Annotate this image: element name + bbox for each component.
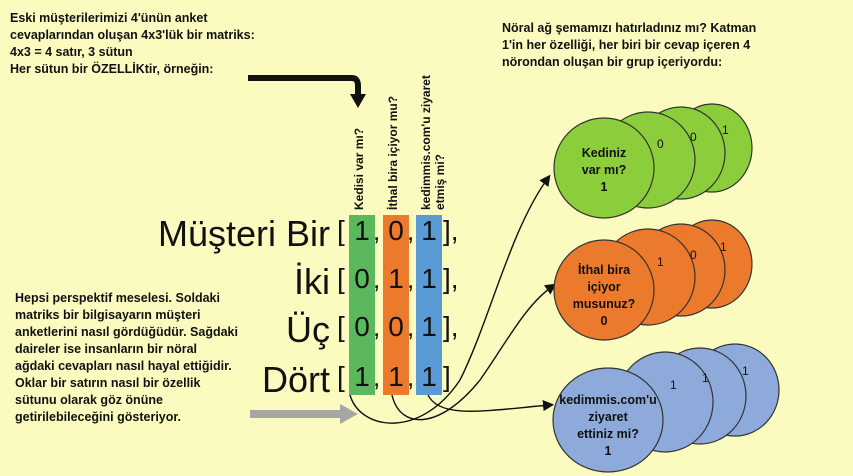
neuron-3-back-value: 1: [670, 378, 677, 392]
comma: ,: [373, 312, 381, 342]
comma: ,: [373, 362, 381, 392]
perspective-text: Hepsi perspektif meselesi. Soldaki matri…: [15, 291, 238, 424]
matrix-cell: 1: [388, 361, 404, 392]
open-bracket: [: [337, 361, 345, 392]
open-bracket: [: [337, 215, 345, 246]
column-bar-2: [383, 215, 409, 395]
grey-arrow-head: [340, 404, 358, 424]
grey-arrow-body: [250, 410, 342, 418]
matrix-cell: 1: [421, 215, 437, 246]
column-header-1: Kedisi var mı?: [352, 127, 366, 210]
row-close: ],: [443, 215, 459, 246]
neuron-group-1: [553, 103, 753, 219]
column-header-3: kedimmis.com'u ziyaret etmiş mi?: [419, 75, 447, 210]
row-label-1: Müşteri Bir: [157, 213, 330, 254]
row-label-3: Üç: [286, 309, 330, 350]
neuron-1-back-value: 0: [690, 130, 697, 144]
matrix-cell: 0: [354, 311, 370, 342]
column-bar-1: [349, 215, 375, 395]
comma: ,: [407, 264, 415, 294]
matrix-cell: 0: [354, 263, 370, 294]
matrix-cell: 1: [354, 361, 370, 392]
neural-net-text: Nöral ağ şemamızı hatırladınız mı? Katma…: [502, 21, 757, 69]
neuron-2-label: İthal bira içiyor musunuz? 0: [572, 263, 636, 328]
row-label-2: İki: [294, 261, 330, 302]
comma: ,: [407, 312, 415, 342]
comma: ,: [407, 216, 415, 246]
neuron-1-back-value: 1: [722, 123, 729, 137]
arrow-to-group-2: [391, 283, 557, 421]
matrix-cell: 1: [421, 263, 437, 294]
comma: ,: [407, 362, 415, 392]
neuron-2-back-value: 0: [690, 248, 697, 262]
neuron-3-back-value: 1: [742, 364, 749, 378]
neuron-2-back-value: 1: [657, 255, 664, 269]
neuron-3-back-value: 1: [702, 371, 709, 385]
matrix-cell: 0: [388, 311, 404, 342]
column-header-2: İthal bira içiyor mu?: [386, 95, 400, 210]
arrow-to-group-3: [427, 394, 555, 412]
neuron-1-label: Kediniz var mı? 1: [581, 146, 627, 194]
intro-text: Eski müşterilerimizi 4'ünün anket cevapl…: [10, 11, 255, 76]
matrix-cell: 1: [388, 263, 404, 294]
neuron-group-2: [553, 219, 753, 341]
pointer-arrow: [248, 75, 361, 96]
neuron-3-label: kedimmis.com'u ziyaret ettiniz mi? 1: [559, 393, 657, 458]
comma: ,: [373, 216, 381, 246]
neuron-2-back-value: 1: [720, 240, 727, 254]
pointer-arrow-head: [350, 94, 366, 108]
open-bracket: [: [337, 263, 345, 294]
matrix-cell: 0: [388, 215, 404, 246]
matrix-cell: 1: [421, 311, 437, 342]
row-close: ],: [443, 263, 459, 294]
neuron-1-back-value: 0: [657, 137, 664, 151]
comma: ,: [373, 264, 381, 294]
neuron-group-3: [552, 343, 780, 473]
matrix-cell: 1: [421, 361, 437, 392]
row-close: ]: [443, 361, 451, 392]
open-bracket: [: [337, 311, 345, 342]
arrow-to-group-1: [349, 174, 551, 424]
row-close: ],: [443, 311, 459, 342]
column-bar-3: [416, 215, 442, 395]
row-label-4: Dört: [261, 359, 330, 400]
matrix-cell: 1: [354, 215, 370, 246]
